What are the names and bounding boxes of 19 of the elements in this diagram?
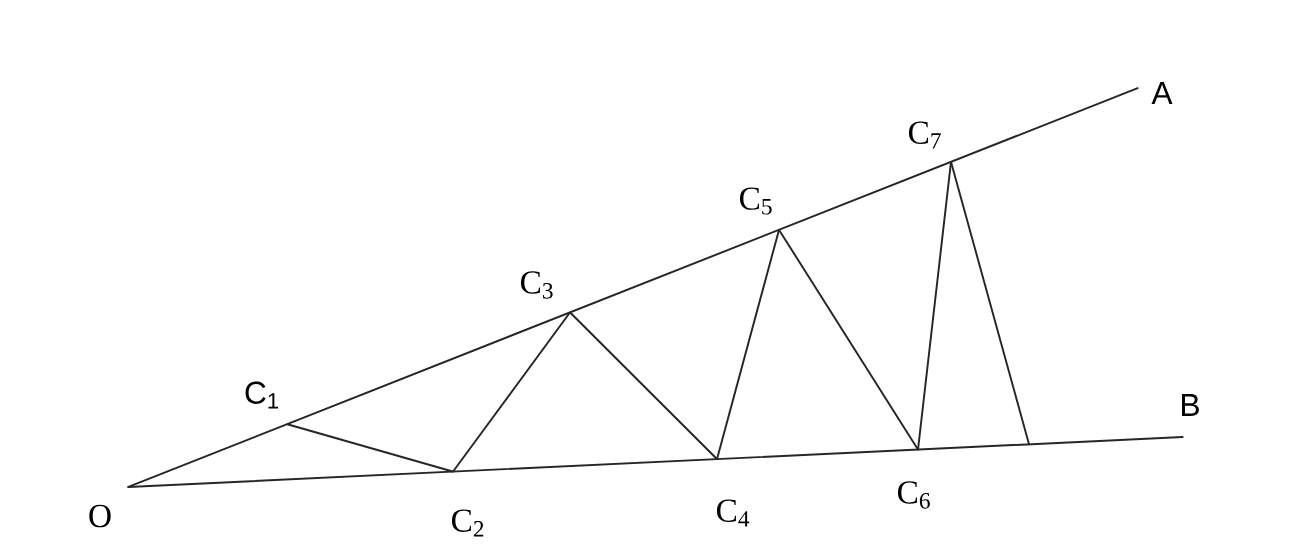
point-label: B [1182,394,1199,416]
point-label: C$_{1}$ [245,381,279,409]
line-segment [716,229,780,460]
line-segment [569,311,718,460]
point-label: C$_{6}$ [897,481,930,509]
point-label: C$_{5}$ [739,187,772,215]
point-label: C$_{4}$ [716,499,750,527]
line-segment [950,161,1030,446]
point-label: C$_{2}$ [451,509,484,537]
line-segment [286,423,454,473]
point-label: C$_{7}$ [908,121,941,149]
point-label: C$_{3}$ [520,271,553,299]
ray [127,436,1184,488]
line-segment [778,229,919,451]
point-label: O [89,504,111,528]
line-segment [917,161,952,451]
point-label: A [1151,82,1173,104]
line-segment [452,311,571,473]
ray [127,87,1139,488]
